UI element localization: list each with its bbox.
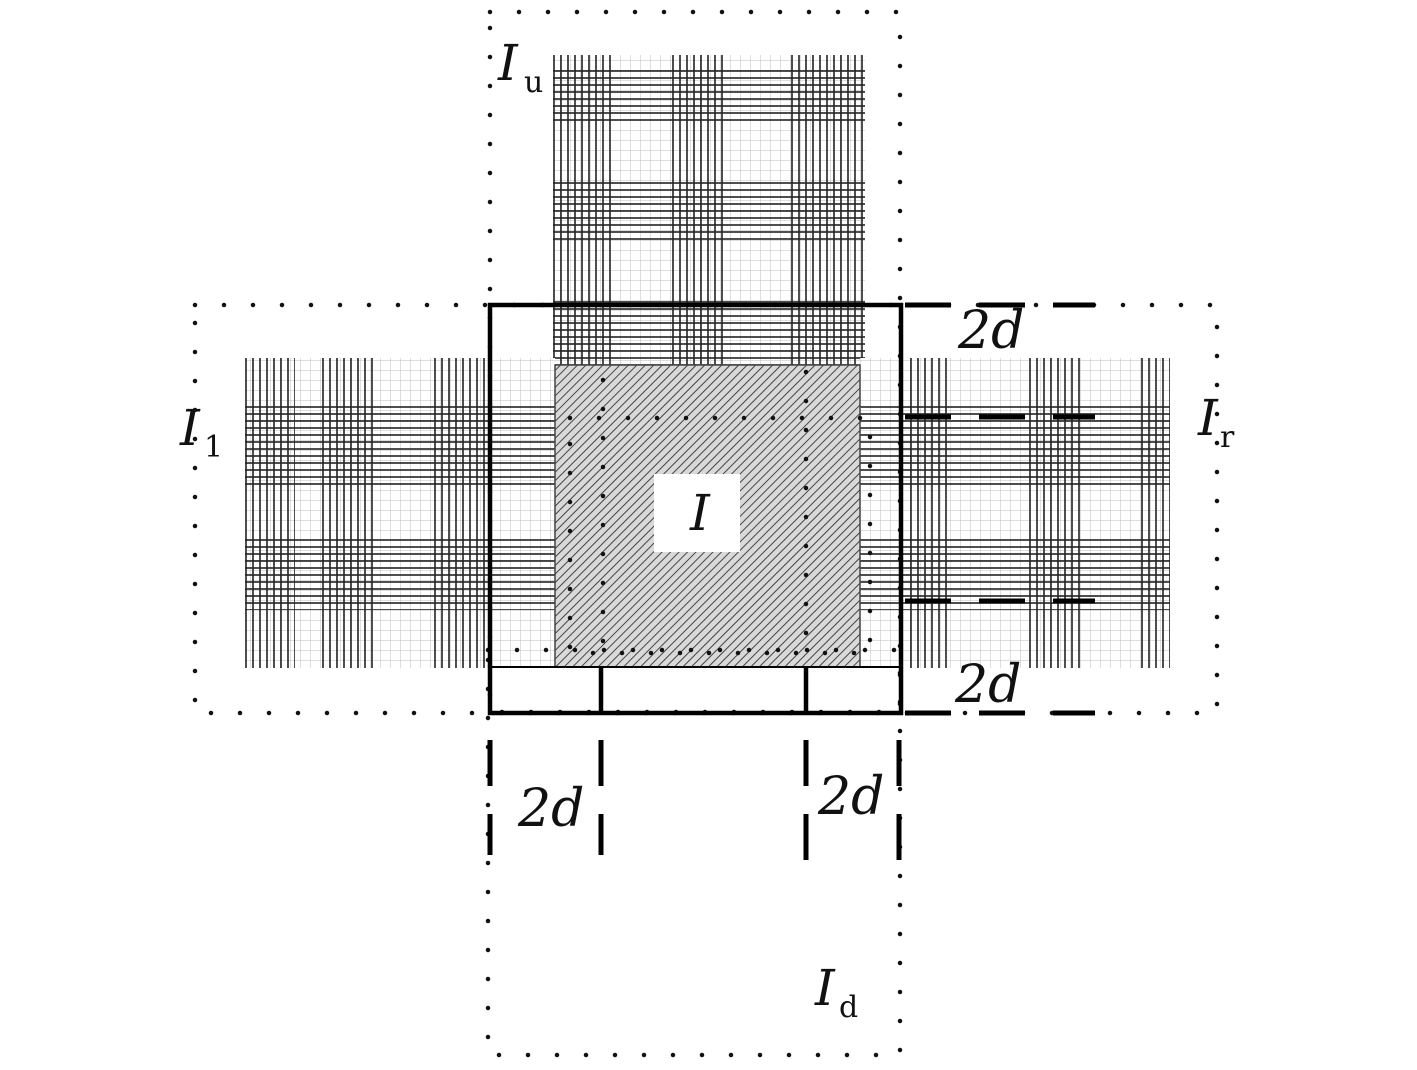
dim-label-top-right: 2d (957, 301, 1024, 361)
dim-label-bottom-right-gap: 2d (817, 767, 884, 827)
label-down-main: I (814, 959, 836, 1017)
upper-block-texture (553, 55, 865, 365)
right-block-texture (860, 358, 1170, 668)
center-block (554, 364, 861, 668)
center-label-box (654, 474, 740, 552)
dim-label-bottom-left-gap: 2d (517, 779, 584, 839)
central-window-frame (487, 302, 904, 716)
label-right-main: I (1197, 389, 1219, 447)
label-up-sub: u (524, 65, 543, 100)
label-center-i: I (689, 484, 711, 542)
dim-label-bottom-right: 2d (954, 655, 1021, 715)
label-right-sub: r (1220, 420, 1235, 455)
upper-window-outline (487, 9, 903, 715)
label-left-sub: 1 (204, 430, 223, 465)
label-left-main: I (179, 399, 201, 457)
label-down-sub: d (839, 990, 858, 1025)
label-up-main: I (497, 34, 519, 92)
left-block-texture (245, 358, 555, 668)
